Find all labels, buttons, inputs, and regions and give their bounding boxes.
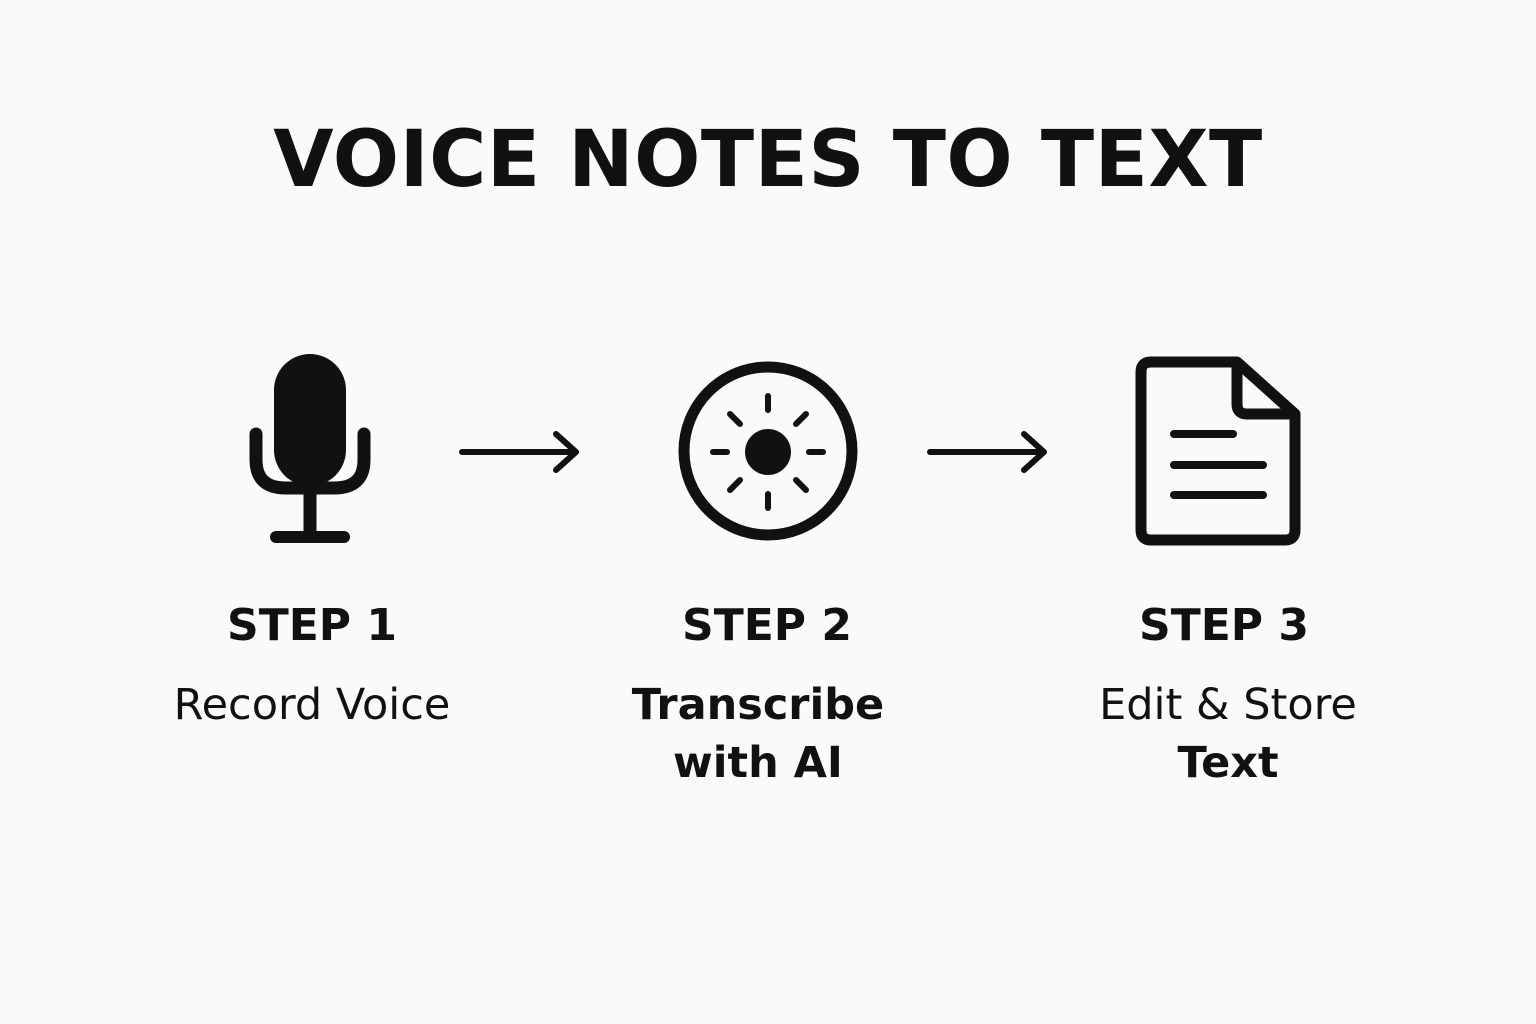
step-2-description-line: with AI — [673, 738, 843, 788]
step-3-description: Edit & Store Text — [1048, 676, 1408, 792]
step-2-description-line: Transcribe — [631, 680, 885, 730]
arrow-right-icon — [459, 431, 579, 473]
document-icon — [1135, 356, 1301, 546]
step-2-description: Transcribe with AI — [578, 676, 938, 792]
step-3-label: STEP 3 — [1139, 600, 1309, 651]
step-3-description-line: Edit & Store — [1099, 680, 1357, 730]
step-1-description: Record Voice — [132, 676, 492, 734]
diagram-title: VOICE NOTES TO TEXT — [273, 115, 1263, 205]
arrow-right-icon — [927, 431, 1047, 473]
step-1-description-line: Record Voice — [173, 680, 451, 730]
microphone-icon — [249, 354, 371, 543]
step-2-label: STEP 2 — [682, 600, 852, 651]
step-1-label: STEP 1 — [227, 600, 397, 651]
step-3-description-line: Text — [1177, 738, 1279, 788]
ai-sun-circle-icon — [678, 361, 858, 541]
